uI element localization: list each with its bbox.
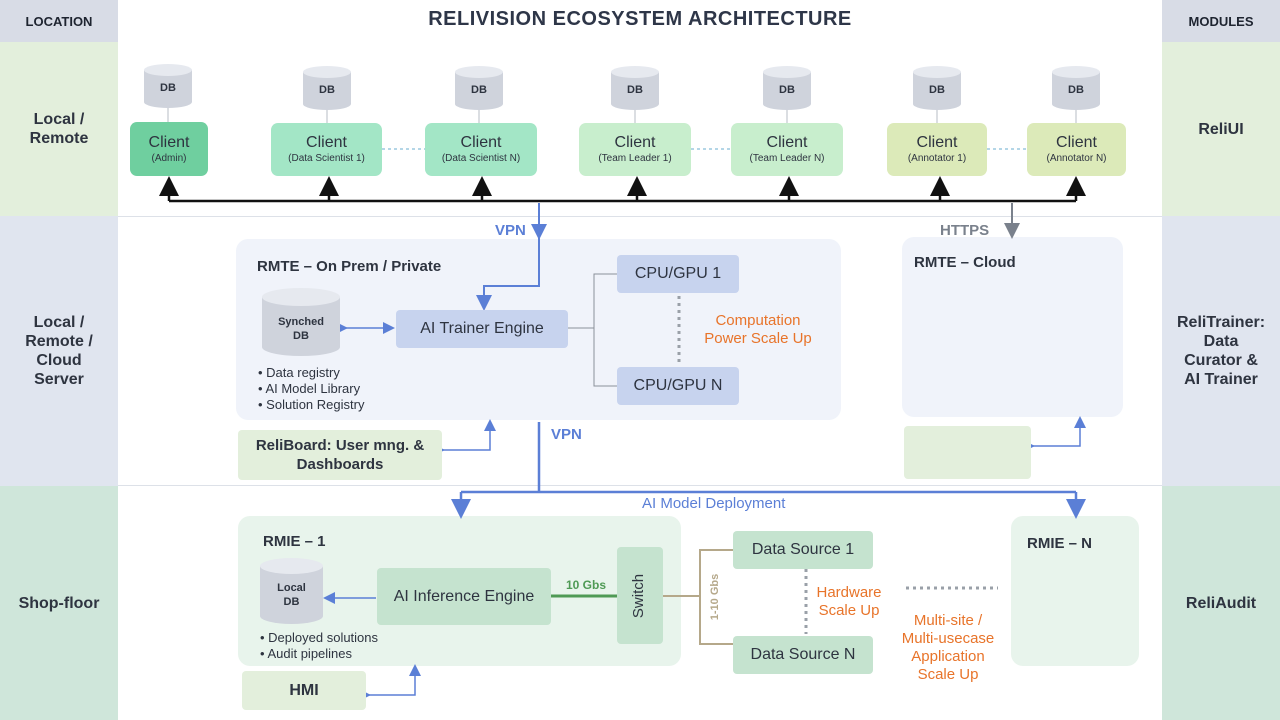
vpn-mid-label: VPN xyxy=(551,426,582,443)
client-role: (Annotator 1) xyxy=(907,153,967,164)
bullet-item: • Solution Registry xyxy=(258,397,365,412)
client-role: (Admin) xyxy=(151,152,187,164)
client-team-leader-n[interactable]: Client (Team Leader N) xyxy=(731,123,843,176)
location-shopfloor: Shop-floor xyxy=(0,486,118,720)
db-links xyxy=(167,108,1077,123)
db-icon: DB xyxy=(1052,66,1100,115)
hmi-box[interactable]: HMI xyxy=(242,671,366,710)
client-name: Client xyxy=(614,134,656,151)
module-reliaudit: ReliAudit xyxy=(1162,486,1280,720)
client-name: Client xyxy=(148,133,190,151)
bullet-item: • AI Model Library xyxy=(258,381,361,396)
computation-scale-note: Computation Power Scale Up xyxy=(704,312,812,347)
rmie-1-title: RMIE – 1 xyxy=(263,533,326,550)
deployment-label: AI Model Deployment xyxy=(642,495,786,512)
hardware-scale-note: Hardware Scale Up xyxy=(816,584,882,619)
switch-label: Switch xyxy=(630,573,647,619)
db-label: DB xyxy=(160,82,176,94)
band-divider xyxy=(118,485,1162,486)
client-annotator-1[interactable]: Client (Annotator 1) xyxy=(887,123,987,176)
client-annotator-n[interactable]: Client (Annotator N) xyxy=(1027,123,1126,176)
db-label: DB xyxy=(929,84,945,96)
bullet-item: • Deployed solutions xyxy=(260,630,379,645)
db-icon: DB xyxy=(144,64,192,113)
client-role: (Data Scientist N) xyxy=(441,153,521,164)
data-source-1[interactable]: Data Source 1 xyxy=(733,531,873,569)
switch-bracket xyxy=(663,549,733,645)
db-label: DB xyxy=(627,84,643,96)
client-team-leader-1[interactable]: Client (Team Leader 1) xyxy=(579,123,691,176)
gpu-bracket xyxy=(568,273,617,387)
client-name: Client xyxy=(306,134,347,151)
module-relitrainer: ReliTrainer: Data Curator & AI Trainer xyxy=(1162,216,1280,486)
cloud-dashboard-box xyxy=(904,426,1031,479)
ai-inference-engine[interactable]: AI Inference Engine xyxy=(377,568,551,625)
client-name: Client xyxy=(460,134,502,151)
synched-db-line2: DB xyxy=(293,330,309,342)
client-role: (Team Leader N) xyxy=(749,153,825,164)
rmie-n-title: RMIE – N xyxy=(1027,535,1093,552)
rmte-cloud-panel xyxy=(902,237,1123,417)
bullet-item: • Audit pipelines xyxy=(260,646,353,661)
client-name: Client xyxy=(1056,134,1097,151)
module-reliui: ReliUI xyxy=(1162,42,1280,216)
synched-db-icon: Synched DB xyxy=(262,288,340,361)
synched-db-line1: Synched xyxy=(278,316,324,328)
reliboard-link xyxy=(433,419,496,456)
10gbs-label: 10 Gbs xyxy=(566,578,607,592)
https-label: HTTPS xyxy=(940,222,990,239)
hmi-link xyxy=(359,664,421,701)
db-label: DB xyxy=(779,84,795,96)
client-role: (Team Leader 1) xyxy=(598,153,672,164)
db-icon: DB xyxy=(455,66,503,115)
rmte-onprem-title: RMTE – On Prem / Private xyxy=(257,258,442,275)
diagram-title: RELIVISION ECOSYSTEM ARCHITECTURE xyxy=(428,8,852,30)
modules-header: MODULES xyxy=(1162,0,1280,42)
vpn-top-label: VPN xyxy=(495,222,526,239)
multisite-note: Multi-site / Multi-usecase Application S… xyxy=(901,612,995,683)
deployment-line xyxy=(451,422,1086,519)
location-header: LOCATION xyxy=(0,0,118,42)
switch-box[interactable]: Switch xyxy=(617,547,663,644)
client-role: (Data Scientist 1) xyxy=(288,153,365,164)
location-ui: Local / Remote xyxy=(0,42,118,216)
client-bus xyxy=(159,176,1086,203)
bullet-item: • Data registry xyxy=(258,365,340,380)
vpn-top-line xyxy=(476,203,547,311)
db-icon: DB xyxy=(303,66,351,115)
ai-trainer-engine[interactable]: AI Trainer Engine xyxy=(396,310,568,348)
client-admin[interactable]: Client (Admin) xyxy=(130,122,208,176)
cpu-gpu-n[interactable]: CPU/GPU N xyxy=(617,367,739,405)
db-icon: DB xyxy=(611,66,659,115)
location-trainer: Local / Remote / Cloud Server xyxy=(0,216,118,486)
reliboard-box[interactable]: ReliBoard: User mng. & Dashboards xyxy=(238,430,442,480)
band-divider xyxy=(118,216,1162,217)
db-icon: DB xyxy=(763,66,811,115)
local-db-line2: DB xyxy=(283,596,300,608)
client-role: (Annotator N) xyxy=(1046,153,1107,164)
db-icon: DB xyxy=(913,66,961,115)
rmte-cloud-title: RMTE – Cloud xyxy=(914,254,1016,271)
local-db-icon: Local DB xyxy=(260,558,323,629)
rmie-n-panel xyxy=(1011,516,1139,666)
client-name: Client xyxy=(916,134,958,151)
cloud-link xyxy=(1023,416,1086,452)
local-db-line1: Local xyxy=(277,582,306,594)
client-name: Client xyxy=(766,134,808,151)
cpu-gpu-1[interactable]: CPU/GPU 1 xyxy=(617,255,739,293)
db-label: DB xyxy=(319,84,335,96)
db-label: DB xyxy=(471,84,487,96)
1-10gbs-label: 1-10 Gbs xyxy=(709,573,721,621)
client-data-scientist-n[interactable]: Client (Data Scientist N) xyxy=(425,123,537,176)
db-label: DB xyxy=(1068,84,1084,96)
data-source-n[interactable]: Data Source N xyxy=(733,636,873,674)
client-data-scientist-1[interactable]: Client (Data Scientist 1) xyxy=(271,123,382,176)
